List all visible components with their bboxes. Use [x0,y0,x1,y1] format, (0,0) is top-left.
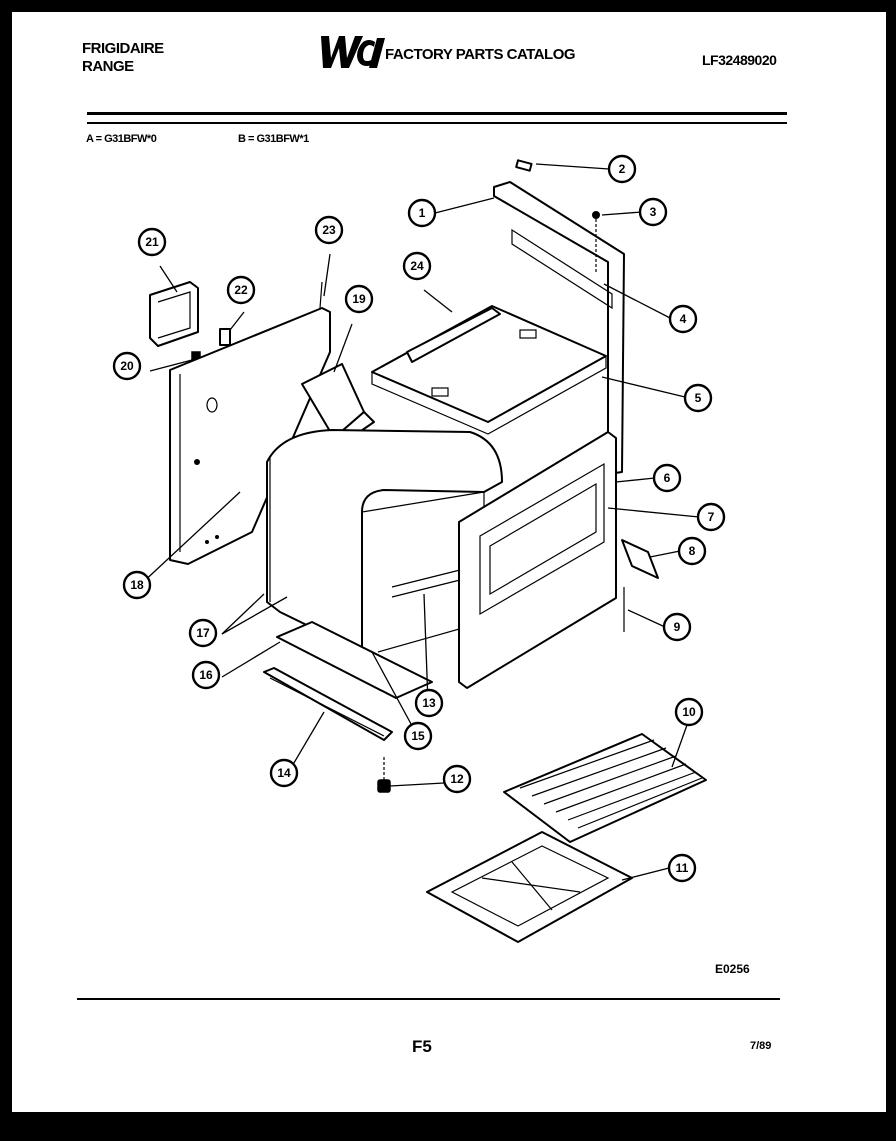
svg-text:19: 19 [352,292,366,306]
svg-text:4: 4 [680,312,687,326]
callout-12: 12 [442,764,472,794]
part-leveling-leg [377,757,391,793]
svg-text:11: 11 [676,861,689,875]
header-rule-thin [87,122,787,124]
part-side-panel [169,307,331,565]
part-hinge [621,539,659,579]
callout-18: 18 [122,570,152,600]
callout-23: 23 [314,215,344,245]
part-clip [219,328,231,346]
svg-text:17: 17 [196,626,210,640]
svg-text:7: 7 [708,510,715,524]
product-type: RANGE [82,58,134,75]
callout-1: 1 [407,198,437,228]
svg-text:10: 10 [682,705,696,719]
callout-8: 8 [677,536,707,566]
catalog-number: LF32489020 [702,52,777,68]
callout-6: 6 [652,463,682,493]
svg-text:24: 24 [410,259,424,273]
svg-text:6: 6 [664,471,671,485]
callout-10: 10 [674,697,704,727]
page-number: F5 [412,1037,432,1056]
svg-text:18: 18 [130,578,144,592]
callout-22: 22 [226,275,256,305]
callout-2: 2 [607,154,637,184]
callout-20: 20 [112,351,142,381]
callout-24: 24 [402,251,432,281]
callout-15: 15 [403,721,433,751]
part-screw [592,211,600,219]
callout-9: 9 [662,612,692,642]
svg-text:9: 9 [674,620,681,634]
brand-name: FRIGIDAIRE [82,40,164,57]
catalog-sheet: FRIGIDAIRE RANGE FACTORY PARTS CATALOG L… [12,12,886,1112]
svg-text:23: 23 [322,223,336,237]
callout-13: 13 [414,688,444,718]
svg-text:22: 22 [234,283,248,297]
callout-19: 19 [344,284,374,314]
wci-logo-icon [321,36,385,68]
svg-text:2: 2 [619,162,626,176]
brand-block: FRIGIDAIRE RANGE [82,40,164,76]
svg-text:8: 8 [689,544,696,558]
footer-rule [77,998,780,1000]
leader-lines [139,163,700,881]
part-broiler-pan [426,831,633,943]
svg-text:5: 5 [695,391,702,405]
svg-text:16: 16 [199,668,213,682]
part-oven-liner [266,429,503,653]
model-variant-b: B = G31BFW*1 [238,133,309,145]
model-variant-a: A = G31BFW*0 [86,133,157,145]
callout-7: 7 [696,502,726,532]
svg-text:3: 3 [650,205,657,219]
callout-14: 14 [269,758,299,788]
part-top-frame [371,305,607,435]
svg-text:13: 13 [422,696,436,710]
part-oven-rack [503,733,707,843]
callout-16: 16 [191,660,221,690]
callout-3: 3 [638,197,668,227]
part-bracket [149,281,199,347]
drawing-code: E0256 [715,962,750,976]
svg-text:15: 15 [411,729,425,743]
callout-17: 17 [188,618,218,648]
part-oven-door [458,431,617,689]
part-knob-clip [515,159,533,172]
svg-text:1: 1 [419,206,426,220]
callout-11: 11 [667,853,697,883]
svg-text:14: 14 [277,766,291,780]
revision-date: 7/89 [750,1040,772,1052]
part-kick-trim [263,667,393,741]
svg-text:12: 12 [450,772,464,786]
catalog-title: FACTORY PARTS CATALOG [385,46,576,63]
callout-4: 4 [668,304,698,334]
callout-5: 5 [683,383,713,413]
svg-text:20: 20 [120,359,134,373]
svg-text:21: 21 [145,235,159,249]
part-bottom-panel [276,621,433,699]
exploded-parts-diagram: 1 2 3 4 5 6 7 8 9 10 11 12 13 14 15 16 1… [112,154,726,943]
header-rule [87,112,787,115]
callout-21: 21 [137,227,167,257]
